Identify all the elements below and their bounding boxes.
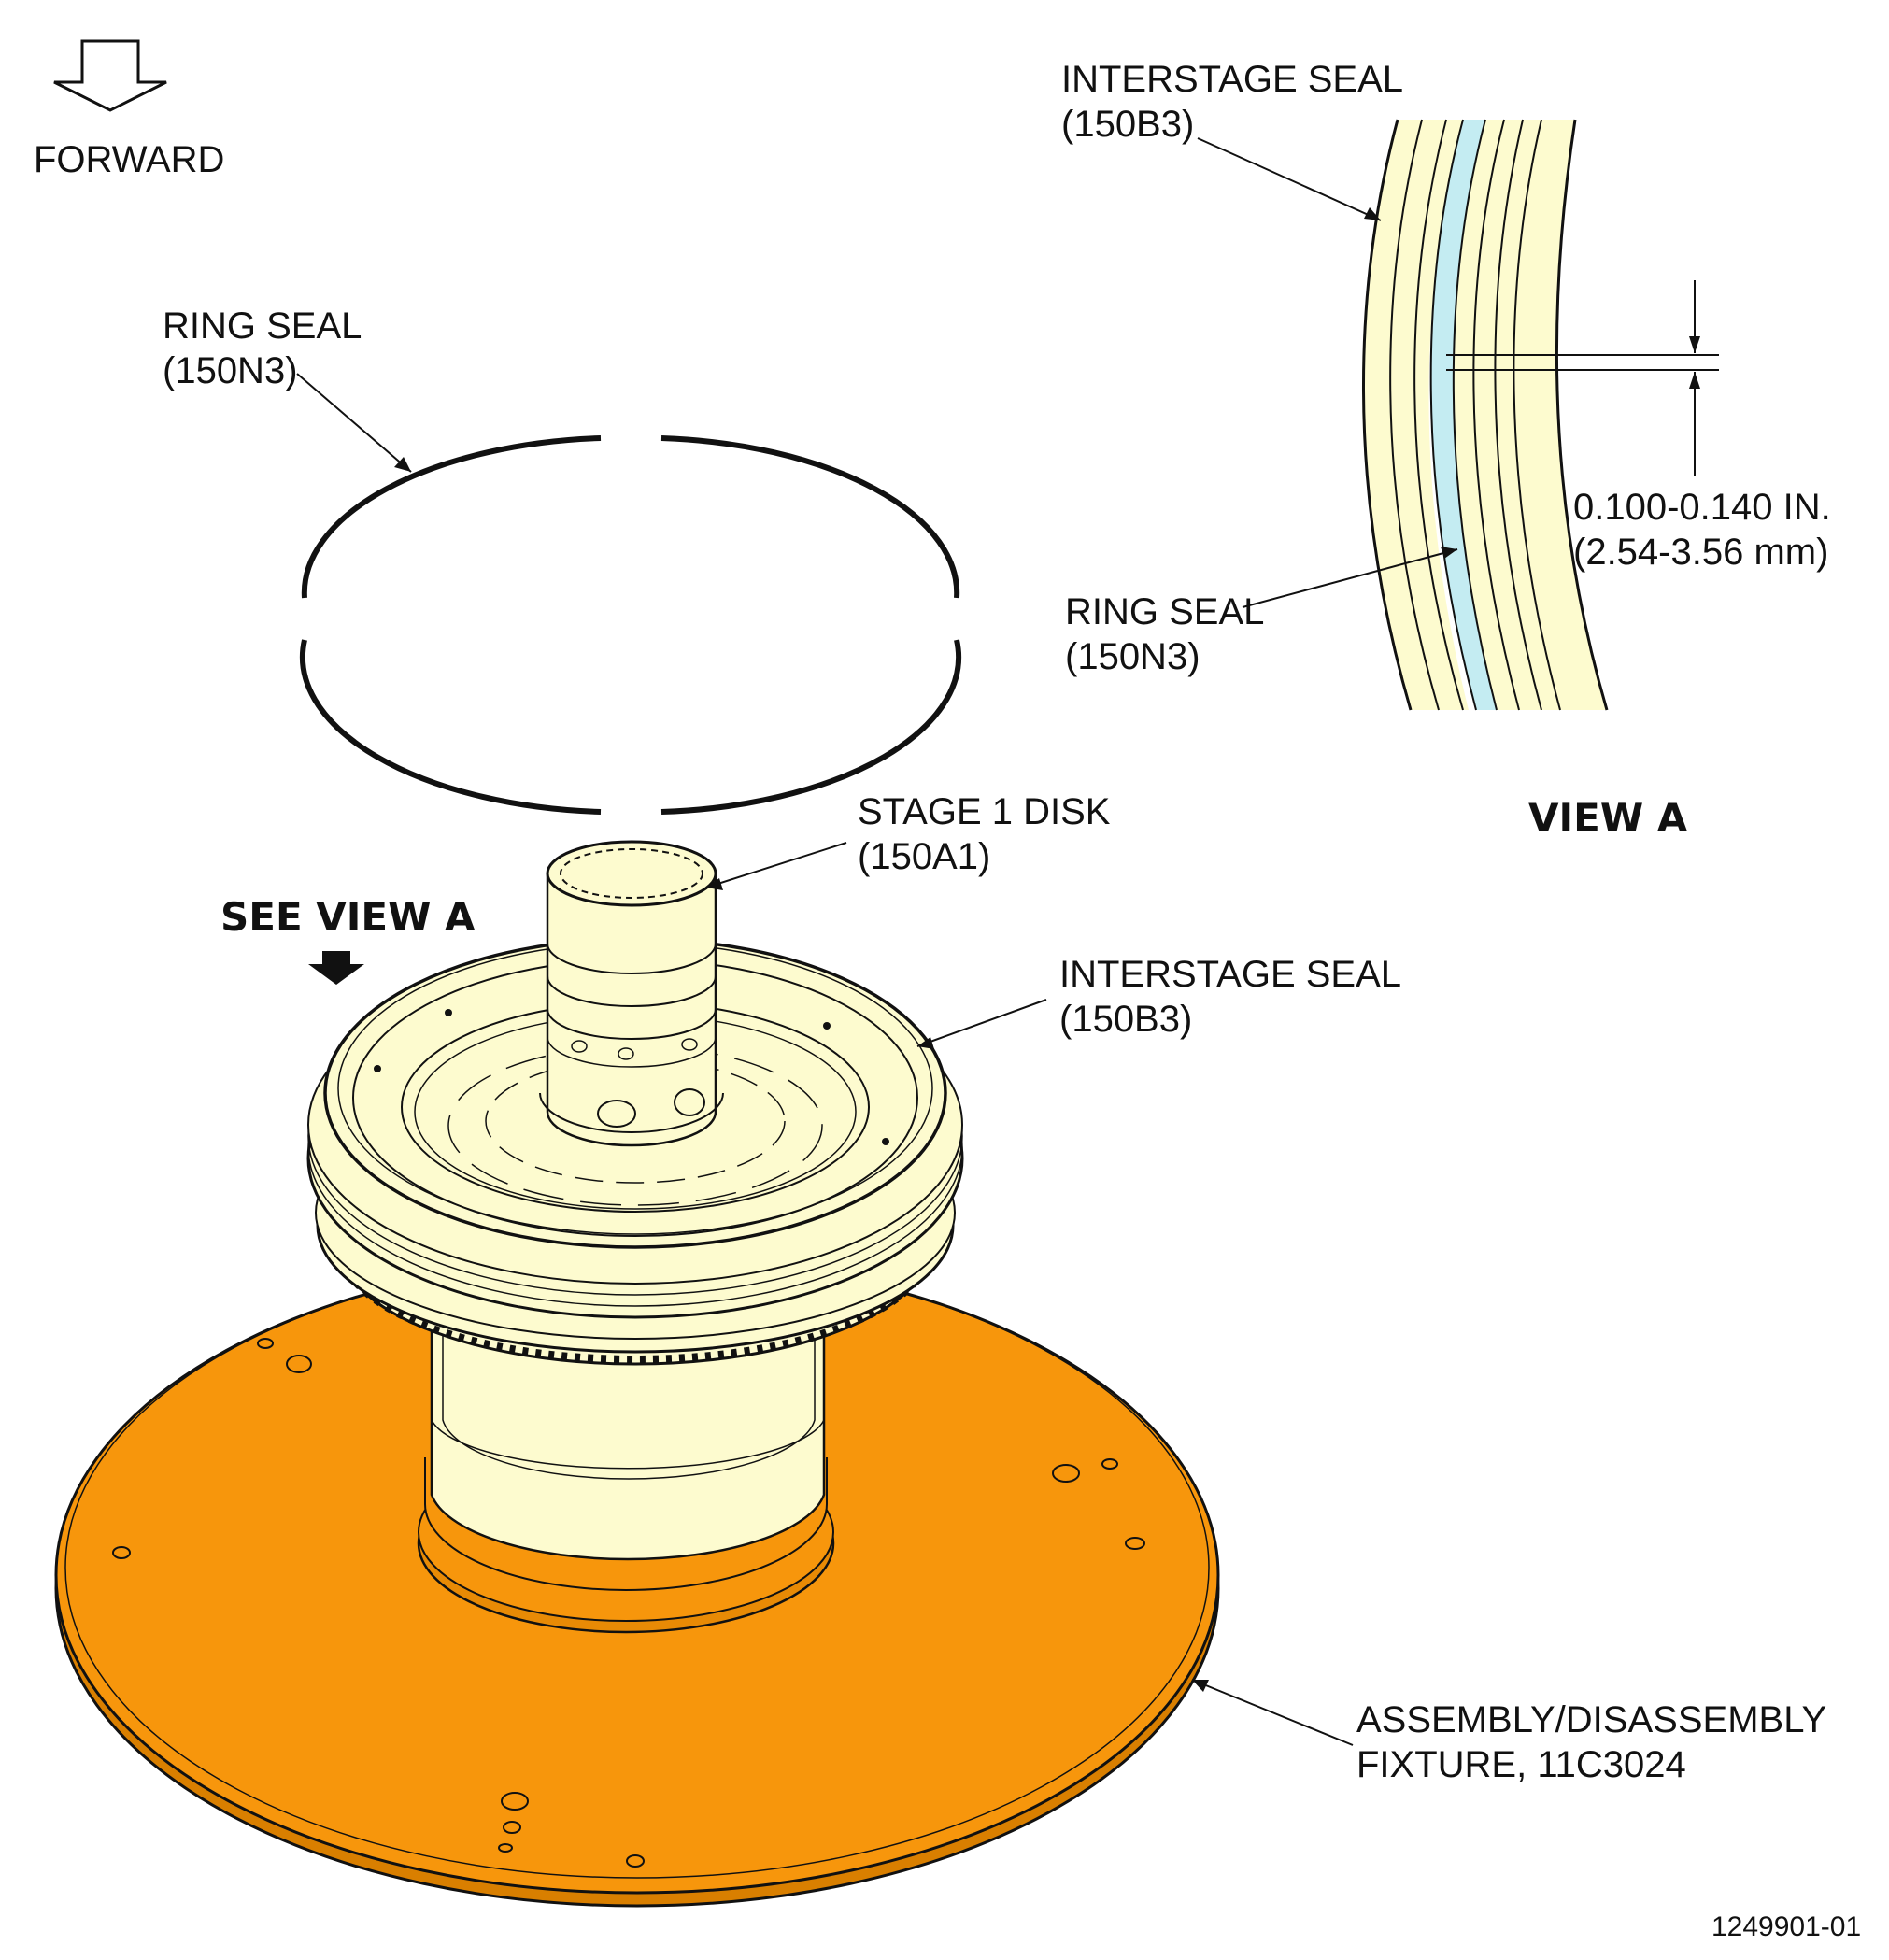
leader-lines	[296, 373, 1354, 1746]
view-a-interstage-seal-name: INTERSTAGE SEAL	[1061, 59, 1403, 100]
stage1-disk-shaft	[539, 840, 724, 1147]
callout-fixture-line2: FIXTURE, 11C3024	[1356, 1744, 1686, 1785]
view-a-dimension-in: 0.100-0.140 IN.	[1573, 487, 1831, 528]
callout-fixture-line1: ASSEMBLY/DISASSEMBLY	[1356, 1699, 1826, 1740]
callout-stage1-disk-name: STAGE 1 DISK	[858, 791, 1111, 832]
callout-interstage-seal-name: INTERSTAGE SEAL	[1059, 954, 1401, 995]
view-a-ring-seal-part: (150N3)	[1065, 636, 1200, 677]
ring-seal-exploded	[299, 435, 962, 815]
lower-hub	[430, 1325, 826, 1561]
view-a-detail	[1197, 119, 1719, 711]
forward-arrow-icon	[53, 39, 167, 112]
view-a-dimension-mm: (2.54-3.56 mm)	[1573, 532, 1828, 573]
figure-number: 1249901-01	[1711, 1911, 1861, 1942]
view-a-interstage-seal-part: (150B3)	[1061, 104, 1194, 145]
callout-ring-seal-name: RING SEAL	[163, 305, 362, 347]
callout-stage1-disk-part: (150A1)	[858, 836, 990, 877]
see-view-arrow-icon	[308, 951, 364, 985]
view-a-title: VIEW A	[1528, 795, 1688, 841]
see-view-a-label: SEE VIEW A	[220, 894, 476, 940]
callout-interstage-seal-part: (150B3)	[1059, 999, 1192, 1040]
callout-ring-seal-part: (150N3)	[163, 350, 298, 391]
forward-label: FORWARD	[34, 139, 224, 180]
view-a-ring-seal-name: RING SEAL	[1065, 591, 1264, 632]
